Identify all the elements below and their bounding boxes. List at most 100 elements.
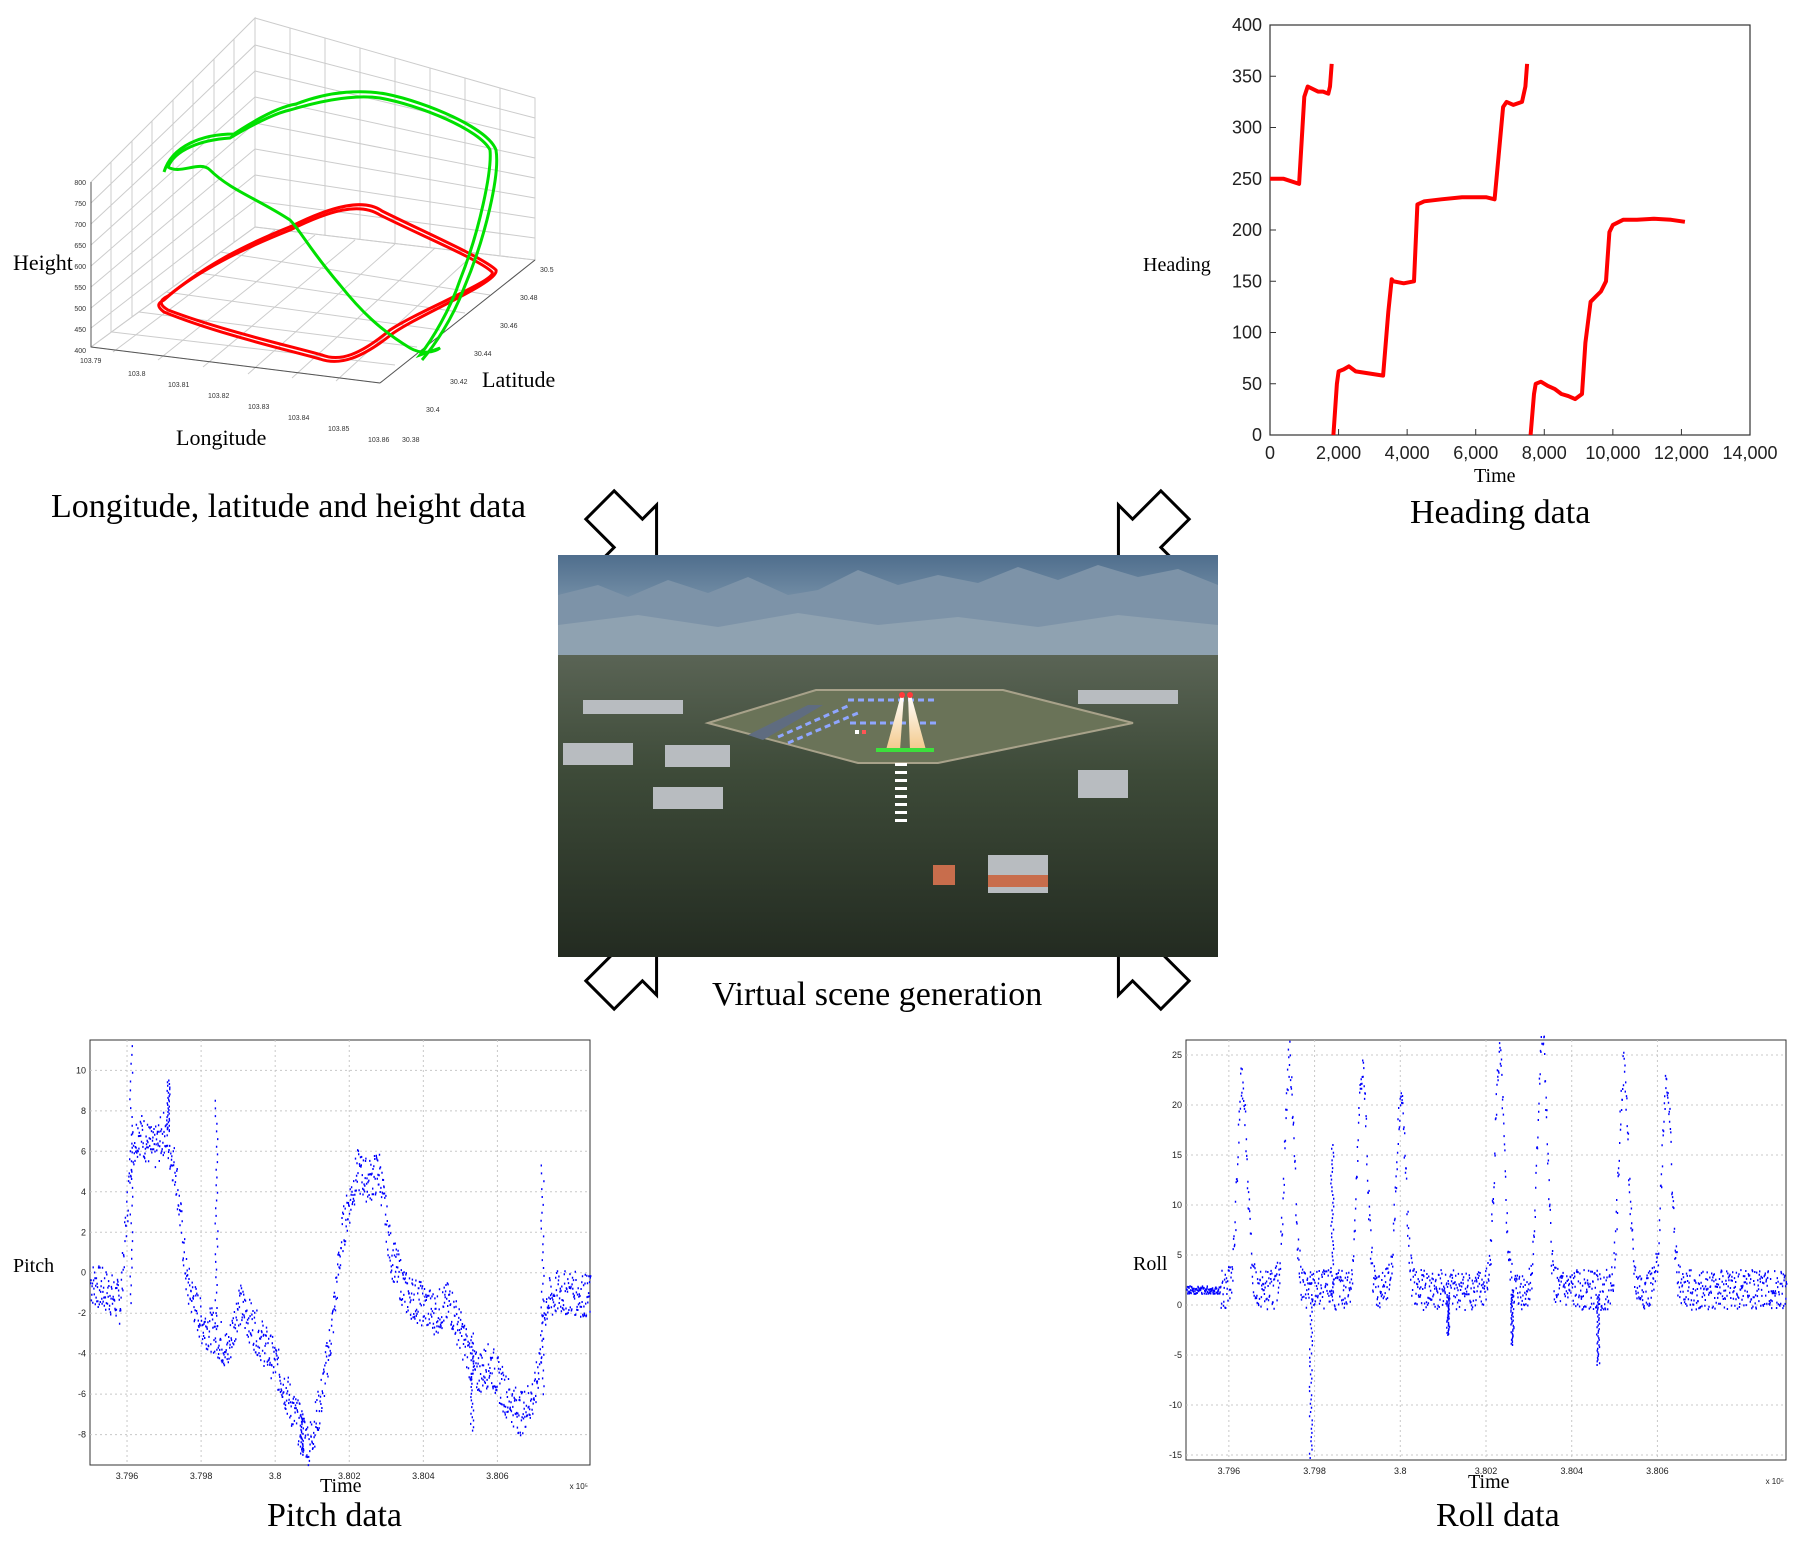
roll-ylabel: Roll [1133, 1253, 1168, 1275]
y-tick-label: -4 [78, 1349, 86, 1359]
scene-caption: Virtual scene generation [712, 976, 1043, 1013]
heading-series-3 [1528, 216, 1686, 436]
svg-text:103.8: 103.8 [128, 371, 146, 378]
y-tick-label: 4 [81, 1187, 86, 1197]
svg-text:103.81: 103.81 [168, 382, 190, 389]
roll-points [1186, 1017, 1788, 1311]
svg-text:103.85: 103.85 [328, 426, 350, 433]
x-tick-label: 3.798 [190, 1471, 213, 1481]
svg-text:30.5: 30.5 [540, 267, 554, 274]
pitch-chart: 10 8 6 4 2 0 -2 -4 -6 -8 3.796 3.798 3.8 3.802 3.804 3.… [60, 1030, 600, 1500]
x-tick-label: 3.796 [1218, 1466, 1241, 1476]
height-axis-label: Height [13, 250, 73, 275]
x-tick-label: 10,000 [1585, 443, 1640, 463]
heading-caption: Heading data [1410, 494, 1591, 531]
y-tick-label: -8 [78, 1430, 86, 1440]
y-tick-label: 6 [81, 1146, 86, 1156]
virtual-scene-image [558, 555, 1218, 957]
svg-text:30.46: 30.46 [500, 323, 518, 330]
y-tick-label: 350 [1232, 66, 1262, 86]
svg-text:30.38: 30.38 [402, 437, 420, 444]
x-tick-label: 3.806 [1646, 1466, 1669, 1476]
x-tick-label: 3.8 [269, 1471, 282, 1481]
svg-text:30.42: 30.42 [450, 379, 468, 386]
heading-ylabel: Heading [1143, 254, 1211, 276]
x-tick-label: 4,000 [1385, 443, 1430, 463]
y-tick-label: 2 [81, 1227, 86, 1237]
longitude-axis-label: Longitude [176, 425, 267, 450]
svg-text:30.48: 30.48 [520, 295, 538, 302]
x-tick-label: 14,000 [1722, 443, 1777, 463]
y-tick-label: 8 [81, 1106, 86, 1116]
y-tick-label: 200 [1232, 220, 1262, 240]
y-tick-label: 0 [1252, 425, 1262, 445]
x-tick-label: 3.804 [412, 1471, 435, 1481]
x-multiplier-label: x 10⁵ [1766, 1477, 1784, 1486]
svg-text:600: 600 [74, 264, 86, 271]
x-tick-label: 6,000 [1453, 443, 1498, 463]
pitch-caption: Pitch data [267, 1497, 403, 1534]
y-tick-label: 400 [1232, 15, 1262, 35]
y-tick-label: -2 [78, 1308, 86, 1318]
x-tick-label: 3.802 [338, 1471, 361, 1481]
x-tick-label: 0 [1265, 443, 1275, 463]
pitch-xlabel: Time [320, 1475, 362, 1497]
svg-text:103.83: 103.83 [248, 404, 270, 411]
x-multiplier-label: x 10⁵ [570, 1482, 588, 1491]
svg-text:30.44: 30.44 [474, 351, 492, 358]
y-tick-label: 0 [1177, 1300, 1182, 1310]
y-tick-label: -15 [1169, 1450, 1182, 1460]
lon-tick-labels: 103.79 103.8 103.81 103.82 103.83 103.84… [80, 358, 390, 444]
lat-tick-labels: 30.5 30.48 30.46 30.44 30.42 30.4 30.38 [402, 267, 554, 444]
x-tick-label: 3.798 [1303, 1466, 1326, 1476]
y-tick-label: 15 [1172, 1150, 1182, 1160]
x-tick-label: 3.806 [486, 1471, 509, 1481]
lla-caption: Longitude, latitude and height data [51, 488, 526, 525]
svg-text:450: 450 [74, 327, 86, 334]
y-tick-label: 10 [76, 1065, 86, 1075]
trajectory-3d-plot: 800 750 700 650 600 550 500 450 400 103.… [60, 10, 580, 460]
svg-text:400: 400 [74, 348, 86, 355]
heading-series-2 [1331, 63, 1530, 436]
roll-xlabel: Time [1468, 1471, 1510, 1493]
y-tick-label: 25 [1172, 1050, 1182, 1060]
x-tick-label: 8,000 [1522, 443, 1567, 463]
y-tick-label: 250 [1232, 169, 1262, 189]
y-tick-label: 0 [81, 1268, 86, 1278]
svg-text:650: 650 [74, 243, 86, 250]
svg-text:103.86: 103.86 [368, 437, 390, 444]
heading-series-1 [1270, 63, 1334, 186]
trajectory-3d-svg: 800 750 700 650 600 550 500 450 400 103.… [74, 16, 554, 444]
y-tick-label: -6 [78, 1389, 86, 1399]
y-tick-label: 100 [1232, 323, 1262, 343]
pitch-points [90, 1111, 592, 1467]
latitude-axis-label: Latitude [482, 367, 556, 392]
x-tick-label: 12,000 [1654, 443, 1709, 463]
x-tick-label: 2,000 [1316, 443, 1361, 463]
y-tick-label: 5 [1177, 1250, 1182, 1260]
svg-text:103.79: 103.79 [80, 358, 102, 365]
x-tick-label: 3.8 [1394, 1466, 1407, 1476]
svg-text:103.82: 103.82 [208, 393, 230, 400]
svg-text:103.84: 103.84 [288, 415, 310, 422]
heading-xlabel: Time [1474, 465, 1516, 487]
y-tick-label: 20 [1172, 1100, 1182, 1110]
pitch-ylabel: Pitch [13, 1255, 55, 1277]
svg-text:700: 700 [74, 222, 86, 229]
y-tick-label: -5 [1174, 1350, 1182, 1360]
y-tick-label: -10 [1169, 1400, 1182, 1410]
x-tick-label: 3.796 [116, 1471, 139, 1481]
svg-text:750: 750 [74, 201, 86, 208]
virtual-scene-svg [558, 555, 1218, 957]
pitch-spikes [129, 1045, 545, 1456]
axes-3d [90, 182, 536, 384]
x-tick-label: 3.804 [1560, 1466, 1583, 1476]
svg-text:800: 800 [74, 180, 86, 187]
svg-text:550: 550 [74, 285, 86, 292]
y-tick-label: 150 [1232, 271, 1262, 291]
roll-spikes [1308, 1144, 1601, 1459]
